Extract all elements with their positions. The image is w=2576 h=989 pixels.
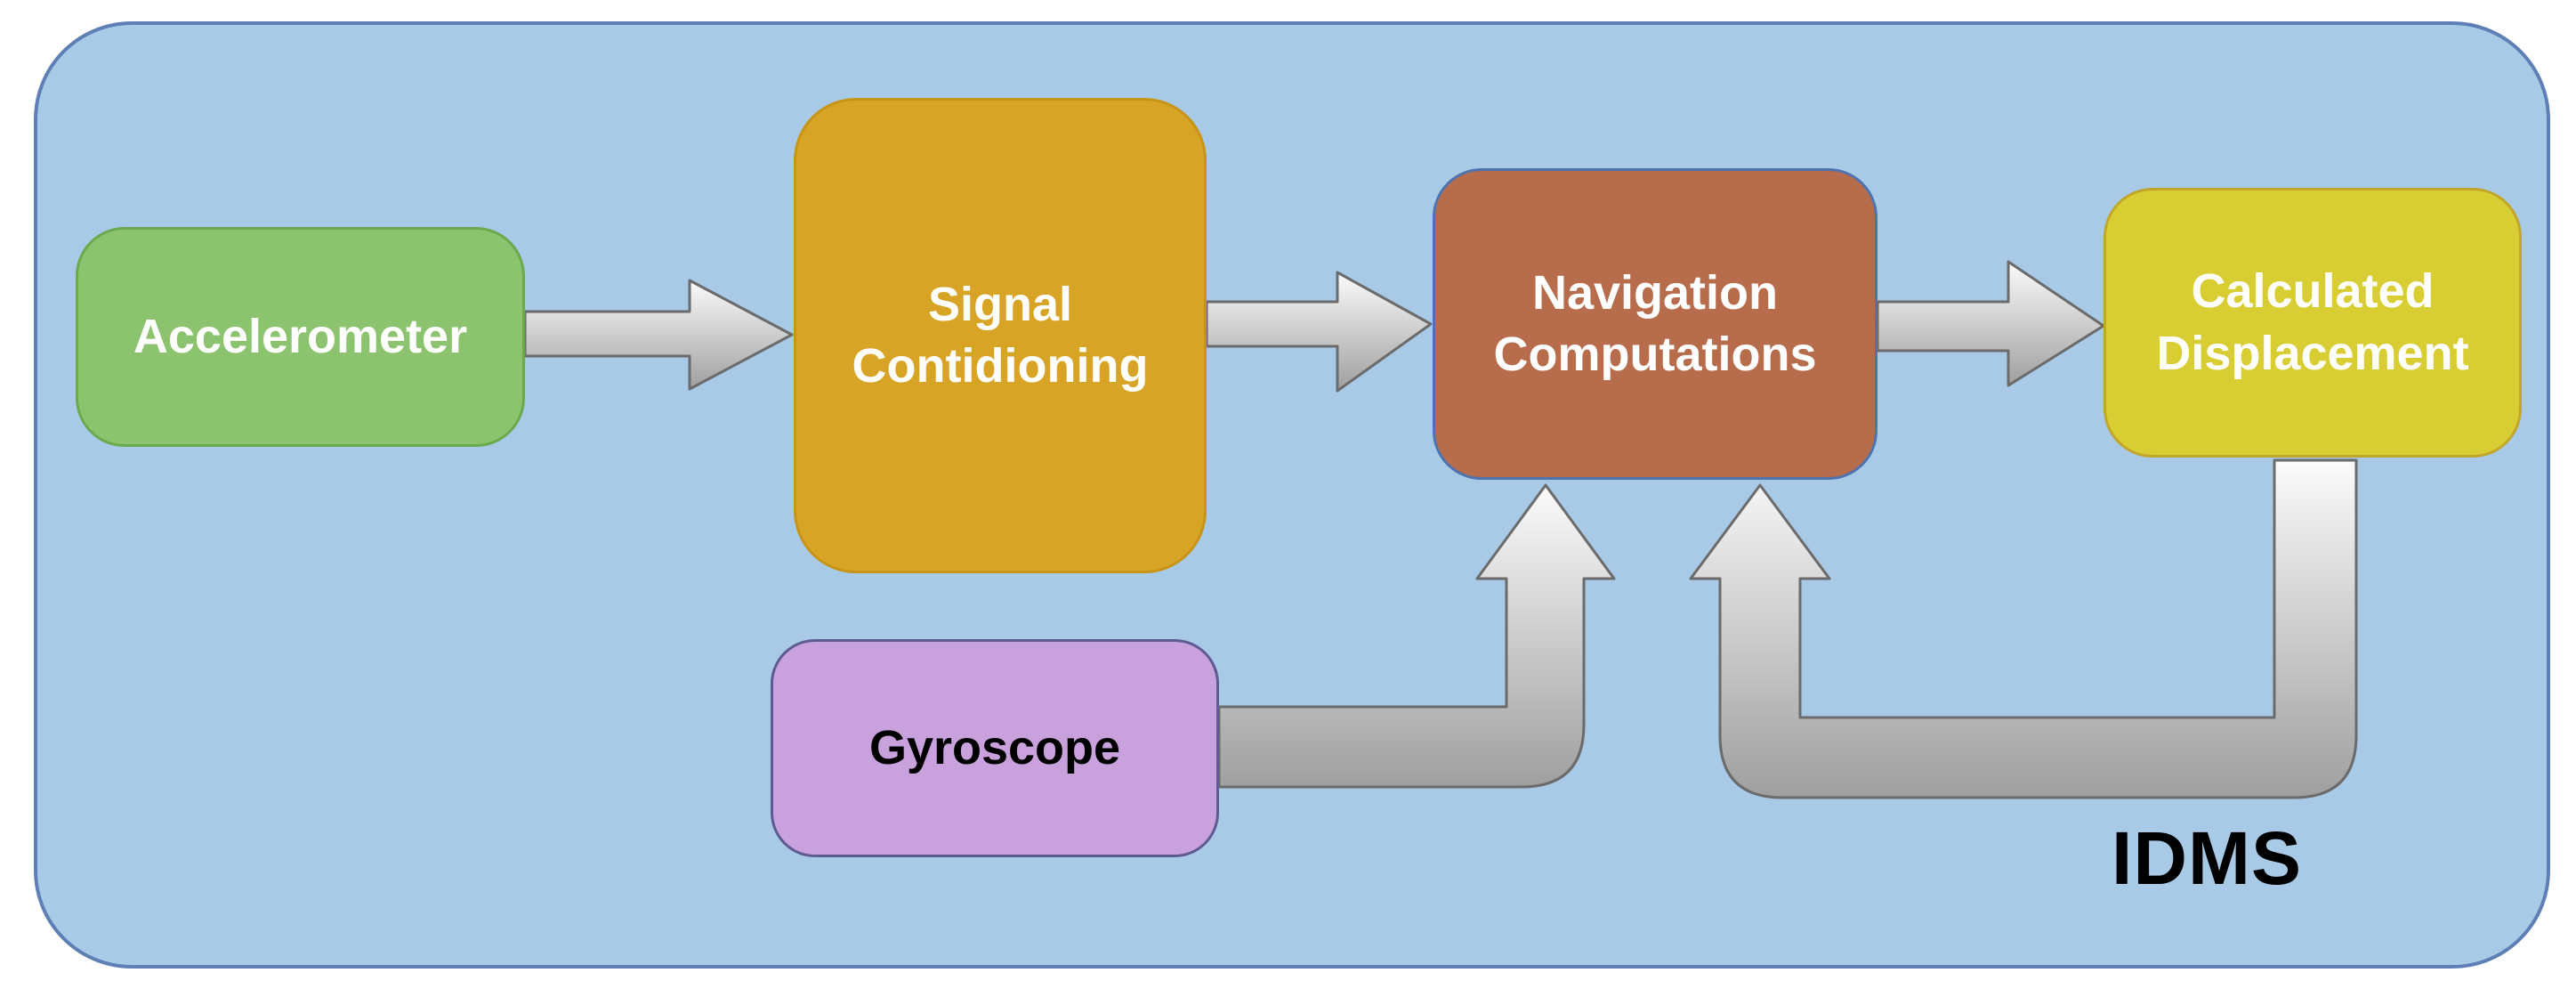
node-signal-conditioning: Signal Contidioning — [794, 98, 1207, 573]
arrow-accelerometer-to-signal — [523, 279, 794, 391]
node-gyroscope-label: Gyroscope — [868, 720, 1121, 774]
node-gyroscope: Gyroscope — [771, 639, 1219, 857]
node-signal-conditioning-label: Signal Contidioning — [852, 277, 1149, 393]
arrow-signal-to-navigation — [1205, 271, 1433, 393]
node-navigation-computations-label: Navigation Computations — [1493, 265, 1817, 381]
node-accelerometer-label: Accelerometer — [133, 309, 468, 363]
system-label-idms: IDMS — [2112, 816, 2302, 900]
arrow-gyroscope-to-navigation — [1217, 483, 1616, 789]
arrow-calculated-feedback-to-navigation — [1689, 458, 2358, 799]
arrow-navigation-to-calculated — [1876, 260, 2105, 387]
idms-system-boundary — [34, 21, 2550, 969]
node-navigation-computations: Navigation Computations — [1433, 168, 1877, 480]
node-accelerometer: Accelerometer — [76, 227, 525, 447]
node-calculated-displacement: Calculated Displacement — [2104, 188, 2522, 458]
node-calculated-displacement-label: Calculated Displacement — [2156, 264, 2469, 380]
